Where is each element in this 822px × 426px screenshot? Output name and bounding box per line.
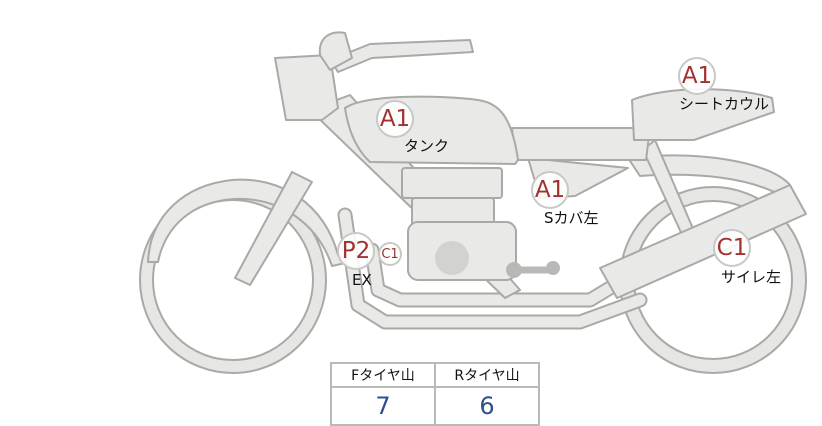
engine: [401, 167, 517, 281]
rear-tyre-tread-value: 6: [434, 386, 540, 426]
exhaust-pipes: [337, 207, 648, 330]
tyre-table-value-row: 7 6: [330, 386, 540, 426]
side-cover-grade-badge: A1: [531, 171, 569, 209]
silencer-grade-badge: C1: [713, 229, 751, 267]
exhaust-label: EX: [352, 271, 372, 289]
exhaust-subgrade-badge: C1: [378, 242, 402, 266]
side-cover-label: Sカバ左: [544, 209, 599, 227]
silencer-label: サイレ左: [721, 268, 782, 286]
tyre-tread-table: Fタイヤ山 Rタイヤ山 7 6: [330, 362, 540, 426]
seat: [511, 127, 651, 161]
handlebar-end: [318, 31, 353, 71]
rear-tyre-header: Rタイヤ山: [434, 362, 540, 388]
seat-cowl-shape: [631, 88, 775, 141]
seat-cowl-grade-badge: A1: [678, 57, 716, 95]
front-tyre-tread-value: 7: [330, 386, 436, 426]
front-tyre-header: Fタイヤ山: [330, 362, 436, 388]
front-fork: [234, 171, 313, 286]
tank-label: タンク: [404, 137, 450, 155]
handlebar: [329, 39, 474, 73]
exhaust-grade-badge: P2: [337, 232, 375, 270]
tyre-table-header-row: Fタイヤ山 Rタイヤ山: [330, 362, 540, 388]
silencer-shape: [599, 184, 807, 299]
tank-grade-badge: A1: [376, 100, 414, 138]
seat-cowl-label: シートカウル: [679, 95, 770, 113]
foot-lever: [506, 261, 560, 278]
